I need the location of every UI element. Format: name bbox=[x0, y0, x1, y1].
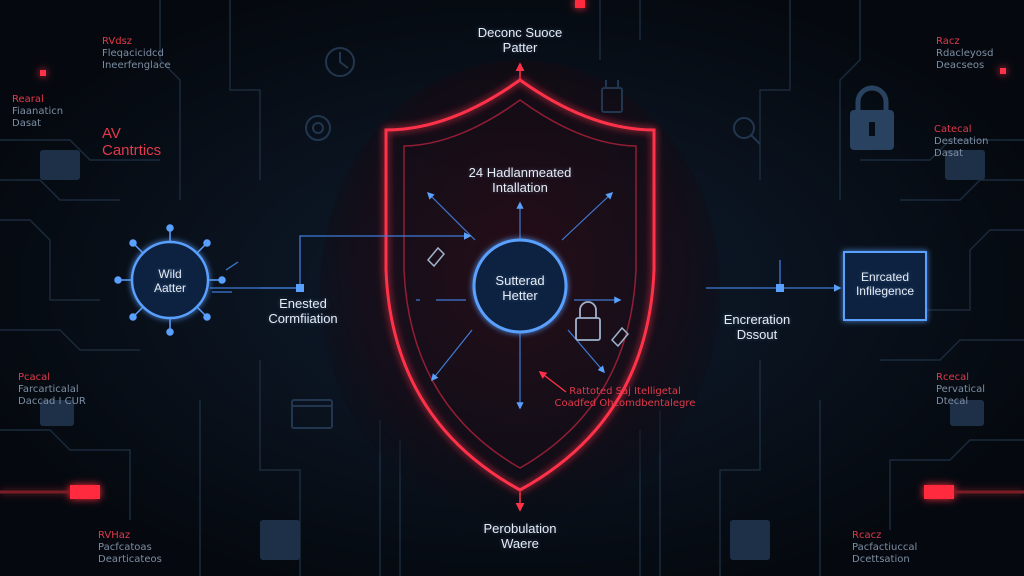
folder-icon bbox=[291, 399, 333, 429]
lock-icon bbox=[850, 85, 894, 150]
side-right-lower-line2: Pervatical bbox=[936, 384, 986, 395]
center-node-label: Sutterad Hetter bbox=[474, 273, 566, 304]
side-bottom-right-line1: Rcacz bbox=[852, 530, 882, 541]
left-node-line2: Aatter bbox=[153, 280, 186, 295]
side-right-lower-line3: Dtecal bbox=[936, 396, 969, 407]
side-label-right-lower: Rcecal Pervatical Dtecal bbox=[936, 372, 985, 408]
pen-icon bbox=[426, 246, 630, 348]
side-left-upper-line1: Rearal bbox=[12, 94, 44, 105]
red-glow-bars bbox=[0, 0, 1024, 499]
mid-left-label: Enested Cormfiiation bbox=[248, 296, 358, 327]
top-label: Deconc Suoce Patter bbox=[450, 25, 590, 56]
side-top-right-line3: Deacseos bbox=[936, 60, 985, 71]
side-left-lower-line1: Pcacal bbox=[18, 372, 51, 383]
clock-icon bbox=[325, 47, 355, 77]
mid-right-line2: Dssout bbox=[736, 326, 778, 342]
shield-title: 24 Hadlanmeated Intallation bbox=[440, 165, 600, 196]
center-node-line2: Hetter bbox=[502, 287, 538, 303]
top-label-line1: Deconc Suoce bbox=[477, 25, 563, 40]
av-title-line1: AV bbox=[102, 125, 121, 142]
top-label-line2: Patter bbox=[502, 39, 538, 55]
connector-dot bbox=[776, 284, 784, 292]
mid-right-line1: Encreration bbox=[723, 312, 791, 327]
side-top-right-line1: Racz bbox=[936, 36, 960, 47]
connector-lines bbox=[210, 232, 842, 293]
side-label-left-lower: Pcacal Farcarticalal Daccad I CUR bbox=[18, 372, 86, 408]
left-node-line1: Wild bbox=[158, 267, 182, 281]
side-bottom-left-line3: Dearticateos bbox=[98, 554, 162, 565]
side-label-left-upper: Rearal Fiaanaticn Dasat bbox=[12, 94, 63, 130]
mid-left-line1: Enested bbox=[279, 296, 327, 311]
left-node-label: Wild Aatter bbox=[132, 267, 208, 296]
red-caption-arrow bbox=[538, 371, 567, 393]
chip-icon bbox=[601, 80, 623, 113]
bottom-label-line1: Perobulation bbox=[483, 521, 557, 536]
side-top-right-line2: Rdacleyosd bbox=[936, 48, 994, 59]
side-label-right-upper: Catecal Desteation Dasat bbox=[934, 124, 988, 160]
connector-dot bbox=[296, 284, 304, 292]
side-label-top-right: Racz Rdacleyosd Deacseos bbox=[936, 36, 993, 72]
side-right-upper-line2: Desteation bbox=[934, 136, 989, 147]
side-bottom-right-line3: Dcettsation bbox=[852, 554, 910, 565]
mid-left-line2: Cormfiiation bbox=[268, 310, 338, 326]
side-top-left-line1: RVdsz bbox=[102, 36, 133, 47]
side-top-left-line2: Fleqacicidcd bbox=[102, 48, 164, 59]
side-right-upper-line3: Dasat bbox=[934, 148, 964, 159]
red-caption-line1: Rattoted Saj Itelligetal bbox=[569, 386, 681, 397]
bottom-label-line2: Waere bbox=[501, 535, 539, 551]
side-label-bottom-left: RVHaz Pacfcatoas Dearticateos bbox=[98, 530, 162, 566]
right-box bbox=[843, 251, 927, 321]
side-top-left-line3: Ineerfenglace bbox=[102, 60, 171, 71]
shield-title-line2: Intallation bbox=[492, 179, 548, 195]
mid-right-label: Encreration Dssout bbox=[702, 312, 812, 343]
side-right-upper-line1: Catecal bbox=[934, 124, 972, 135]
side-label-bottom-right: Rcacz Pacfactiuccal Dcettsation bbox=[852, 530, 917, 566]
center-node-line1: Sutterad bbox=[495, 273, 545, 288]
shield-inner bbox=[403, 99, 637, 469]
side-label-top-left: RVdsz Fleqacicidcd Ineerfenglace bbox=[102, 36, 171, 72]
av-title: AV Cantrtics bbox=[102, 125, 161, 160]
red-caption: Rattoted Saj Itelligetal Coadfed Ohcomdb… bbox=[540, 386, 710, 410]
padlock-icon bbox=[575, 301, 601, 341]
side-left-upper-line2: Fiaanaticn bbox=[12, 106, 64, 117]
side-bottom-right-line2: Pacfactiuccal bbox=[852, 542, 918, 553]
center-node bbox=[472, 238, 568, 334]
side-left-upper-line3: Dasat bbox=[12, 118, 42, 129]
magnifier-icon bbox=[733, 117, 761, 145]
bottom-label: Perobulation Waere bbox=[450, 521, 590, 552]
side-left-lower-line3: Daccad I CUR bbox=[18, 396, 86, 407]
circuit-pads bbox=[40, 150, 985, 560]
right-box-line2: Infilegence bbox=[855, 283, 915, 298]
right-box-line1: Enrcated bbox=[860, 270, 910, 284]
left-node-spokes bbox=[114, 224, 226, 336]
gear-icon bbox=[305, 115, 331, 141]
side-left-lower-line2: Farcarticalal bbox=[18, 384, 79, 395]
red-caption-line2: Coadfed Ohcomdbentalegre bbox=[554, 398, 696, 409]
side-bottom-left-line1: RVHaz bbox=[98, 530, 131, 541]
av-title-line2: Cantrtics bbox=[102, 142, 162, 160]
side-bottom-left-line2: Pacfcatoas bbox=[98, 542, 152, 553]
side-right-lower-line1: Rcecal bbox=[936, 372, 970, 383]
shield-title-line1: 24 Hadlanmeated bbox=[468, 165, 572, 180]
shield-outer bbox=[384, 78, 656, 492]
right-box-label: Enrcated Infilegence bbox=[844, 270, 926, 299]
